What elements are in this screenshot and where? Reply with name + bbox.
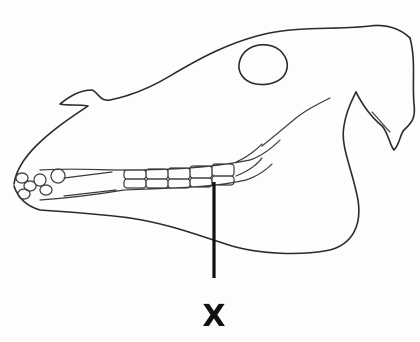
- tooth: [168, 179, 190, 188]
- incisors: [16, 169, 116, 199]
- tooth: [146, 179, 168, 188]
- mandible-inner-line: [262, 98, 330, 146]
- jaw-lower-outline: [14, 92, 359, 253]
- tooth: [168, 168, 190, 179]
- tooth: [146, 169, 168, 179]
- occipital-outline: [356, 38, 414, 150]
- tooth: [124, 179, 146, 188]
- marker-label: X: [196, 300, 232, 334]
- tooth: [124, 170, 146, 179]
- condyle-detail: [372, 112, 390, 132]
- upper-tooth-line: [40, 140, 280, 170]
- eye-orbit: [239, 45, 287, 85]
